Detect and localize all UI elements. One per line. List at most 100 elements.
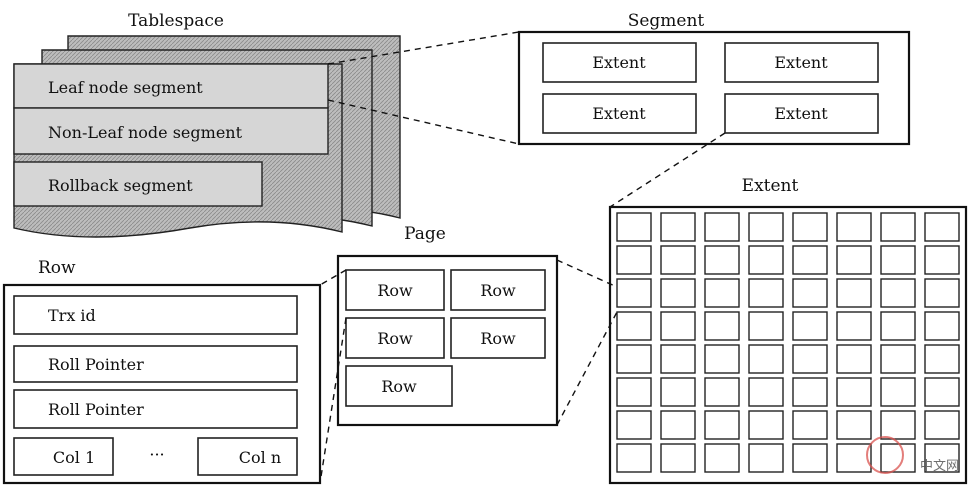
extent-page-cell	[880, 311, 916, 341]
extent-page-cell	[880, 344, 916, 374]
watermark-text: 中文网	[920, 459, 959, 474]
row-col-last-box	[197, 437, 298, 476]
extent-page-cell	[792, 278, 828, 308]
segment-extent-label: Extent	[774, 53, 828, 72]
page-row-label: Row	[377, 329, 413, 348]
extent-page-cell	[660, 344, 696, 374]
extent-page-cell	[616, 212, 652, 242]
extent-page-cell	[836, 443, 872, 473]
extent-page-cell	[704, 212, 740, 242]
extent-page-cell	[748, 344, 784, 374]
page-row-box	[345, 317, 445, 359]
extent-page-cell	[924, 212, 960, 242]
extent-page-cell	[748, 443, 784, 473]
extent-page-cell	[704, 278, 740, 308]
segment-extent-label: Extent	[592, 53, 646, 72]
extent-page-cell	[880, 410, 916, 440]
extent-page-cell	[924, 311, 960, 341]
non-leaf-node-segment-label: Non-Leaf node segment	[48, 123, 243, 142]
extent-page-cell	[704, 245, 740, 275]
page-row-label: Row	[377, 281, 413, 300]
extent-page-cell	[616, 245, 652, 275]
extent-page-cell	[880, 377, 916, 407]
row-field-box	[13, 345, 298, 383]
extent-page-cell	[792, 410, 828, 440]
extent-group: Extent	[608, 176, 968, 485]
extent-page-cell	[792, 212, 828, 242]
row-col-first-box	[13, 437, 114, 476]
extent-page-cell	[704, 311, 740, 341]
row-field-roll-pointer: Roll Pointer	[48, 400, 144, 419]
segment-extent-label: Extent	[592, 104, 646, 123]
row-col-last-label: Col n	[239, 448, 281, 467]
extent-page-cell	[924, 377, 960, 407]
row-field-box	[13, 389, 298, 429]
extent-page-cell	[660, 311, 696, 341]
extent-page-cell	[616, 344, 652, 374]
extent-page-cell	[704, 410, 740, 440]
extent-page-cell	[792, 245, 828, 275]
extent-page-cell	[880, 245, 916, 275]
extent-page-cell	[924, 410, 960, 440]
extent-page-cell	[660, 278, 696, 308]
non-leaf-node-segment-box	[13, 107, 329, 155]
extent-page-cell	[836, 377, 872, 407]
segment-extent-box	[724, 93, 879, 134]
extent-page-cell	[792, 377, 828, 407]
extent-page-cell	[616, 410, 652, 440]
extent-title: Extent	[742, 176, 799, 196]
extent-page-cell	[748, 377, 784, 407]
segment-extent-box	[542, 42, 697, 83]
segment-group: Segment Extent Extent Extent Extent	[517, 11, 911, 146]
page-row-label: Row	[480, 281, 516, 300]
extent-page-cell	[748, 410, 784, 440]
extent-page-cell	[924, 443, 960, 473]
connector-extent-to-grid	[609, 132, 726, 208]
extent-page-cell	[836, 212, 872, 242]
row-field-trx-id: Trx id	[48, 306, 96, 325]
page-row-box	[345, 365, 453, 407]
extent-page-cell	[836, 344, 872, 374]
page-row-box	[345, 269, 445, 311]
extent-page-cell	[748, 278, 784, 308]
watermark: 中文网	[866, 436, 959, 474]
tablespace-group: Tablespace Leaf node segment Non-Leaf no…	[13, 11, 401, 238]
extent-page-cell	[704, 344, 740, 374]
extent-page-cell	[660, 245, 696, 275]
extent-page-cell	[924, 278, 960, 308]
row-col-ellipsis: ···	[149, 445, 164, 464]
page-row-label: Row	[381, 377, 417, 396]
extent-page-grid	[616, 212, 960, 473]
page-title: Page	[404, 224, 446, 244]
tablespace-title: Tablespace	[128, 11, 224, 31]
extent-page-cell	[836, 410, 872, 440]
extent-page-cell	[748, 245, 784, 275]
rollback-segment-label: Rollback segment	[48, 176, 193, 195]
extent-page-cell	[660, 410, 696, 440]
connector-grid-to-page-bottom	[556, 311, 618, 426]
extent-page-cell	[748, 212, 784, 242]
extent-page-cell	[836, 311, 872, 341]
extent-page-cell	[704, 377, 740, 407]
segment-extent-box	[542, 93, 697, 134]
extent-page-cell	[616, 377, 652, 407]
extent-page-cell	[748, 311, 784, 341]
extent-page-cell	[792, 311, 828, 341]
extent-page-cell	[616, 443, 652, 473]
extent-page-cell	[792, 443, 828, 473]
extent-page-cell	[924, 344, 960, 374]
row-field-roll-pointer: Roll Pointer	[48, 355, 144, 374]
connector-grid-to-page-top	[556, 259, 618, 288]
extent-page-cell	[836, 245, 872, 275]
extent-page-cell	[660, 212, 696, 242]
leaf-node-segment-box	[13, 63, 329, 109]
page-row-label: Row	[480, 329, 516, 348]
connector-page-to-row-top	[319, 269, 347, 286]
segment-title: Segment	[628, 11, 705, 31]
extent-page-cell	[660, 377, 696, 407]
row-group: Row Trx id Roll Pointer Roll Pointer Col…	[2, 258, 322, 485]
extent-page-cell	[704, 443, 740, 473]
extent-page-cell	[616, 311, 652, 341]
connector-page-to-row-bottom	[319, 317, 347, 484]
